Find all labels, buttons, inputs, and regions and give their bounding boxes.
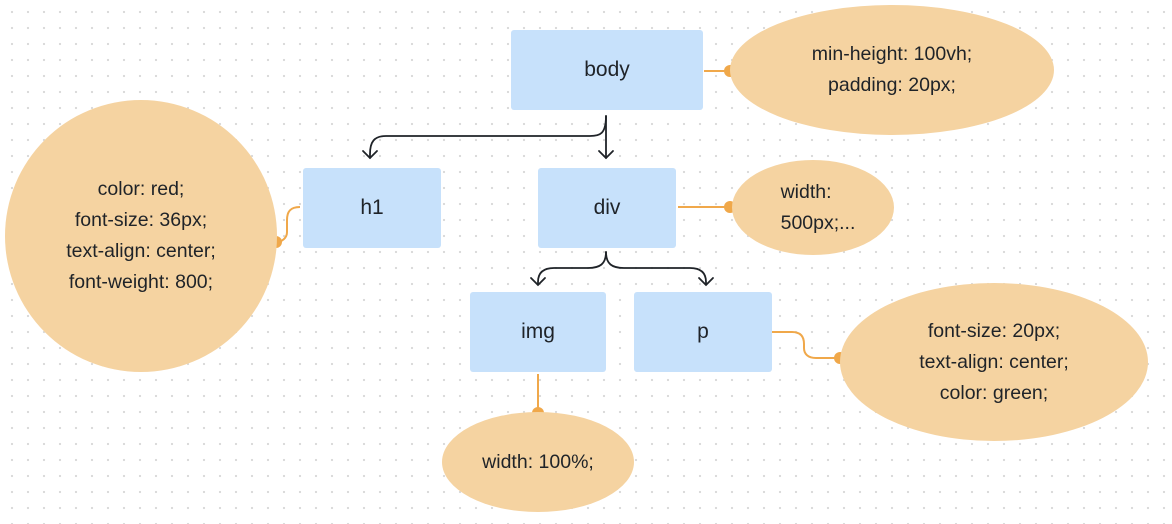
- node-body: body: [511, 30, 703, 110]
- edge-h1-arrowhead: [362, 150, 378, 160]
- edge-div-p: [605, 251, 707, 285]
- style-line: text-align: center;: [919, 350, 1069, 373]
- node-h1: h1: [303, 168, 441, 248]
- node-h1-label: h1: [360, 196, 384, 219]
- style-line: font-size: 36px;: [74, 209, 208, 231]
- style-line: 500px;...: [780, 211, 856, 234]
- node-body-label: body: [584, 58, 630, 81]
- edge-div-arrowhead: [598, 150, 614, 160]
- node-img-label: img: [521, 320, 555, 343]
- edge-div-img: [537, 251, 607, 285]
- connector-h1-style: [275, 206, 301, 243]
- edge-body-h1: [369, 115, 607, 159]
- style-line: font-weight: 800;: [68, 271, 214, 293]
- style-bubble-img: width: 100%;: [442, 412, 634, 512]
- style-line: color: red;: [97, 178, 185, 200]
- style-line: min-height: 100vh;: [811, 43, 973, 65]
- edge-p-arrowhead: [698, 277, 714, 287]
- node-p-label: p: [697, 320, 709, 343]
- edge-img-arrowhead: [530, 277, 546, 287]
- style-bubble-body: min-height: 100vh; padding: 20px;: [730, 5, 1054, 135]
- style-line: font-size: 20px;: [927, 319, 1061, 342]
- connector-p-style: [772, 331, 840, 359]
- style-bubble-p: font-size: 20px; text-align: center; col…: [840, 283, 1148, 441]
- style-bubble-div: width: 500px;...: [732, 160, 894, 255]
- style-bubble-h1: color: red; font-size: 36px; text-align:…: [5, 100, 277, 372]
- style-line: color: green;: [939, 381, 1049, 404]
- style-line: width: 100%;: [482, 450, 594, 473]
- style-line: text-align: center;: [66, 240, 216, 262]
- style-line: padding: 20px;: [828, 74, 956, 96]
- node-div: div: [538, 168, 676, 248]
- node-p: p: [634, 292, 772, 372]
- node-img: img: [470, 292, 606, 372]
- style-line: width:: [780, 180, 832, 203]
- node-div-label: div: [593, 196, 621, 219]
